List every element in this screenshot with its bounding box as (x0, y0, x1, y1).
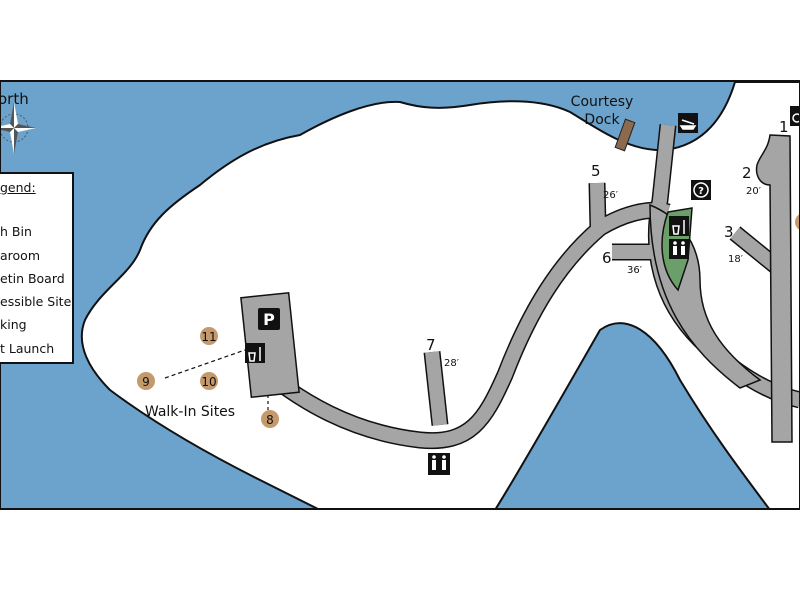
svg-text:P: P (263, 310, 275, 329)
site-number: 2 (742, 164, 752, 182)
svg-text:8: 8 (266, 413, 274, 427)
trash-bin-icon (669, 216, 689, 236)
parking-icon: P (258, 308, 280, 330)
trash-bin-icon (245, 343, 265, 363)
walk-in-site-marker[interactable]: 8 (261, 410, 279, 428)
restroom-icon (669, 239, 689, 259)
site-number: 3 (724, 223, 734, 241)
land-area (80, 82, 800, 508)
courtesy-dock (614, 118, 636, 152)
compass-label: orth (0, 90, 29, 108)
site-length: 36′ (627, 265, 643, 276)
site-length: 28′ (444, 358, 460, 369)
boat-launch-icon (678, 113, 698, 133)
site-number: 5 (591, 162, 601, 180)
walk-in-sites-label: Walk-In Sites (145, 404, 235, 420)
site-number: 7 (426, 336, 436, 354)
restroom-icon (428, 453, 450, 475)
walk-in-site-marker[interactable]: 9 (137, 372, 155, 390)
accessible-site-icon (790, 106, 800, 126)
legend-item-restroom: aroom (0, 248, 40, 263)
legend-item-accessible-site: essible Site (0, 294, 72, 309)
legend: gend: h Bin aroom etin Board essible Sit… (0, 172, 74, 364)
site-length: 20′ (746, 186, 762, 197)
bulletin-board-icon: ? (691, 180, 711, 200)
svg-text:10: 10 (201, 375, 216, 389)
site-length: 18′ (728, 254, 744, 265)
site-length: 26′ (603, 190, 619, 201)
legend-item-boat-launch: t Launch (0, 341, 55, 356)
legend-item-trash-bin: h Bin (0, 224, 32, 239)
road-sites-1-4 (755, 134, 793, 443)
svg-text:9: 9 (142, 375, 150, 389)
site-number: 6 (602, 249, 612, 267)
legend-item-parking: king (0, 317, 27, 332)
walk-in-trail (164, 349, 246, 379)
svg-text:?: ? (698, 186, 704, 197)
map-frame (0, 80, 800, 510)
compass-rose-icon (0, 102, 36, 154)
walk-in-site-marker[interactable] (795, 213, 800, 231)
courtesy-dock-label: Dock (584, 112, 620, 128)
walk-in-site-marker[interactable]: 10 (200, 372, 218, 390)
courtesy-dock-label: Courtesy (571, 94, 634, 110)
legend-item-bulletin-board: etin Board (0, 271, 65, 286)
walk-in-site-marker[interactable]: 11 (200, 327, 218, 345)
svg-text:11: 11 (201, 330, 216, 344)
legend-title: gend: (0, 180, 36, 195)
site-number: 1 (779, 118, 789, 136)
